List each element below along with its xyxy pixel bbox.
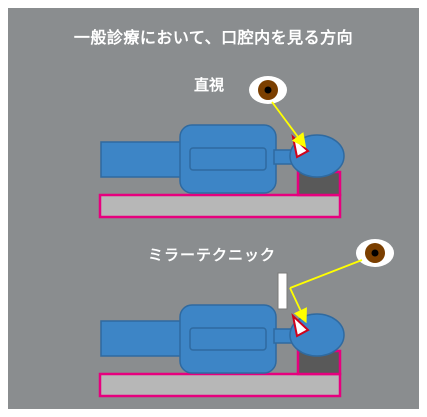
direct-view-label: 直視 [194,76,225,94]
eye-icon [249,76,287,104]
mirror-technique-label: ミラーテクニック [148,246,277,264]
patient-legs [100,320,187,357]
patient-torso [179,124,277,194]
diagram-title: 一般診療において、口腔内を見る方向 [73,28,354,47]
direct-view-panel [98,76,345,219]
mirror-technique-panel [98,239,394,398]
diagram-drawing [98,76,394,398]
treatment-bed [98,372,342,398]
dental-mirror [277,272,288,310]
patient-torso [179,304,277,374]
sight-line-direct [271,101,307,148]
sight-line-reflected [289,287,307,324]
patient-arm [189,147,267,171]
treatment-bed [98,193,342,219]
diagram-canvas: 一般診療において、口腔内を見る方向 直視 ミラーテクニック [8,8,419,409]
sight-line-to-mirror [289,259,363,289]
patient-legs [100,141,187,178]
patient-arm [189,327,267,351]
eye-icon [356,239,394,267]
